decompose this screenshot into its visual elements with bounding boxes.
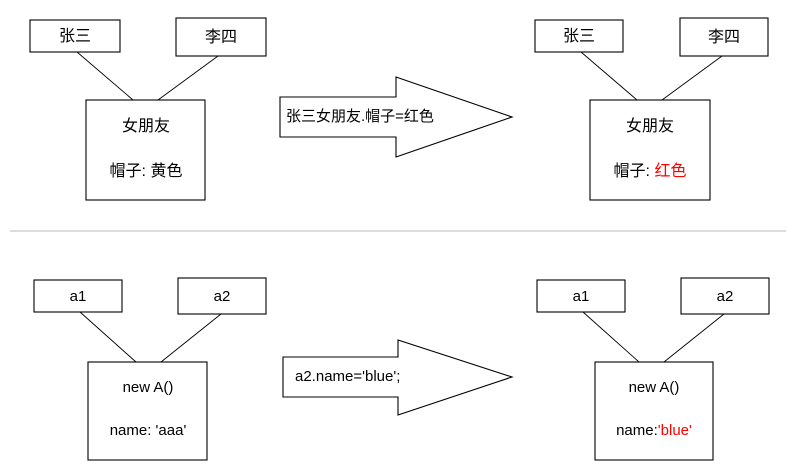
transition-arrow-label-bottom: a2.name='blue'; xyxy=(295,368,400,385)
property-label: name: xyxy=(110,422,156,439)
connector-line xyxy=(582,311,640,363)
ref-box-bottom-before-1[interactable] xyxy=(33,279,123,313)
object-box-property: name:'blue' xyxy=(616,422,692,439)
connector-line xyxy=(79,311,137,363)
object-box-bottom-before[interactable] xyxy=(87,361,208,461)
bottom-after-group: a1 a2 new A() name:'blue' xyxy=(536,277,770,461)
connector-line xyxy=(580,51,638,101)
object-box-top-before[interactable] xyxy=(85,99,206,201)
ref-box-bottom-after-2[interactable] xyxy=(680,277,770,315)
ref-box-label: a2 xyxy=(717,288,734,305)
object-box-title: 女朋友 xyxy=(122,116,170,135)
ref-box-top-after-1[interactable] xyxy=(534,19,624,53)
ref-box-bottom-after-1[interactable] xyxy=(536,279,626,313)
ref-box-top-before-1[interactable] xyxy=(29,19,121,53)
connector-line xyxy=(157,55,219,101)
ref-box-top-before-2[interactable] xyxy=(175,17,267,57)
property-value-highlighted: 'blue' xyxy=(658,422,692,439)
property-label: name: xyxy=(616,422,658,439)
connector-line xyxy=(160,313,222,363)
ref-box-label: a1 xyxy=(573,288,590,305)
ref-box-label: 张三 xyxy=(563,27,595,45)
transition-arrow-top[interactable] xyxy=(279,76,514,158)
bottom-before-group: a1 a2 new A() name: 'aaa' xyxy=(33,277,267,461)
bottom-arrow-group: a2.name='blue'; xyxy=(282,339,514,416)
ref-box-bottom-before-2[interactable] xyxy=(177,277,267,315)
ref-box-label: 李四 xyxy=(708,28,740,46)
connector-line xyxy=(76,51,134,101)
property-value: 黄色 xyxy=(150,162,182,180)
transition-arrow-label-top: 张三女朋友.帽子=红色 xyxy=(286,107,434,125)
object-box-bottom-after[interactable] xyxy=(594,361,714,461)
object-box-property: 帽子: 黄色 xyxy=(110,162,183,180)
top-arrow-group: 张三女朋友.帽子=红色 xyxy=(279,76,514,158)
connector-line xyxy=(661,55,723,101)
ref-box-label: 李四 xyxy=(205,28,237,46)
top-after-group: 张三 李四 女朋友 帽子: 红色 xyxy=(534,17,769,201)
connector-line xyxy=(663,313,725,363)
ref-box-label: a2 xyxy=(214,288,231,305)
object-box-title: 女朋友 xyxy=(626,116,674,135)
transition-arrow-bottom[interactable] xyxy=(282,339,514,416)
object-box-property: 帽子: 红色 xyxy=(614,162,687,180)
property-value-highlighted: 红色 xyxy=(654,162,686,180)
object-box-top-after[interactable] xyxy=(589,99,711,201)
object-box-property: name: 'aaa' xyxy=(110,422,187,439)
object-box-title: new A() xyxy=(629,379,680,396)
ref-box-top-after-2[interactable] xyxy=(679,17,769,57)
ref-box-label: 张三 xyxy=(59,27,91,45)
top-before-group: 张三 李四 女朋友 帽子: 黄色 xyxy=(29,17,267,201)
property-label: 帽子: xyxy=(110,162,151,180)
property-value: 'aaa' xyxy=(156,422,187,439)
ref-box-label: a1 xyxy=(70,288,87,305)
property-label: 帽子: xyxy=(614,162,655,180)
object-box-title: new A() xyxy=(123,379,174,396)
